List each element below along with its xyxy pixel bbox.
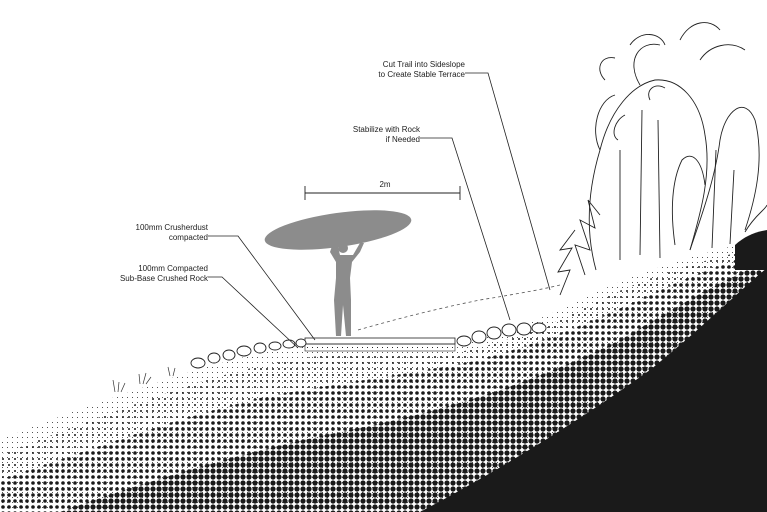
label-subbase: 100mm Compacted Sub-Base Crushed Rock <box>119 264 208 283</box>
person-carrying-board <box>264 210 412 336</box>
edge-rocks <box>190 322 547 369</box>
leader-crusherdust <box>208 235 316 341</box>
label-crusherdust: 100mm Crusherdust compacted <box>135 223 208 242</box>
trees-sketch <box>557 22 767 296</box>
width-dimension <box>304 186 461 200</box>
label-width: 2m <box>379 180 391 189</box>
label-stabilize-rock: Stabilize with Rock if Needed <box>352 125 420 144</box>
grass-tufts <box>112 366 176 393</box>
leader-cut-trail <box>465 72 551 291</box>
leader-lines <box>208 72 551 349</box>
label-cut-trail: Cut Trail into Sideslope to Create Stabl… <box>378 60 465 79</box>
leader-subbase <box>208 276 299 349</box>
trail-tread <box>304 337 456 352</box>
ground-slope <box>0 230 767 512</box>
leader-stabilize <box>420 137 511 321</box>
